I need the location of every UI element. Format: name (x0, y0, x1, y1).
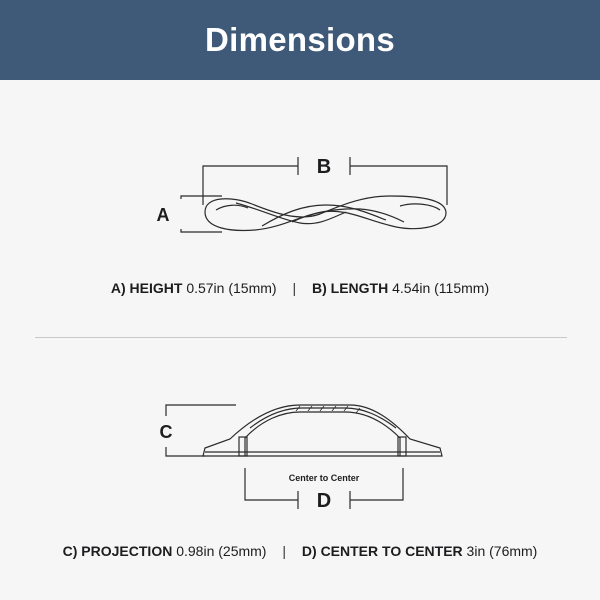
length-value: 4.54in (115mm) (392, 280, 490, 296)
dimension-a-top-extension (180, 195, 222, 199)
handle-top-edge-detail (249, 407, 397, 429)
page-title: Dimensions (204, 21, 396, 58)
marker-d: D (317, 490, 331, 512)
length-label: B) LENGTH (312, 280, 389, 296)
left-post (238, 436, 248, 457)
handle-twist-outline (204, 195, 447, 232)
spec-separator: | (292, 280, 297, 296)
dimension-a-bottom-extension (180, 229, 222, 233)
center-to-center-value: 3in (76mm) (466, 543, 538, 559)
projection-value: 0.98in (25mm) (176, 543, 267, 559)
handle-inner-arch (244, 411, 401, 456)
height-label: A) HEIGHT (110, 280, 183, 296)
right-post (397, 436, 407, 457)
handle-twist-strand-1 (235, 202, 347, 225)
projection-label: C) PROJECTION (62, 543, 173, 559)
marker-c: C (160, 422, 173, 442)
handle-hatching (295, 405, 361, 414)
handle-twist-strand-5 (399, 203, 441, 211)
dimension-b-left-extension (202, 165, 298, 205)
marker-a: A (157, 205, 170, 225)
center-to-center-caption: Center to Center (289, 473, 360, 483)
dimension-d-right-extension (350, 468, 404, 501)
spec-separator-bottom: | (282, 543, 287, 559)
handle-side-outline (202, 404, 443, 457)
dimension-d-left-extension (244, 468, 298, 501)
handle-twist-strand-4 (215, 204, 249, 211)
bottom-specs-line: C) PROJECTION 0.98in (25mm) | D) CENTER … (0, 543, 600, 559)
dimension-c-top-extension (165, 404, 236, 416)
dimension-c-bottom-extension (165, 447, 205, 457)
handle-twist-strand-3 (291, 208, 405, 223)
height-value: 0.57in (15mm) (186, 280, 277, 296)
handle-twist-strand-2 (261, 204, 387, 227)
section-divider (35, 337, 567, 338)
top-specs-line: A) HEIGHT 0.57in (15mm) | B) LENGTH 4.54… (0, 280, 600, 296)
center-to-center-label: D) CENTER TO CENTER (301, 543, 463, 559)
dimension-b-right-extension (350, 165, 448, 205)
header-banner: Dimensions (0, 0, 600, 80)
marker-b: B (317, 156, 331, 178)
